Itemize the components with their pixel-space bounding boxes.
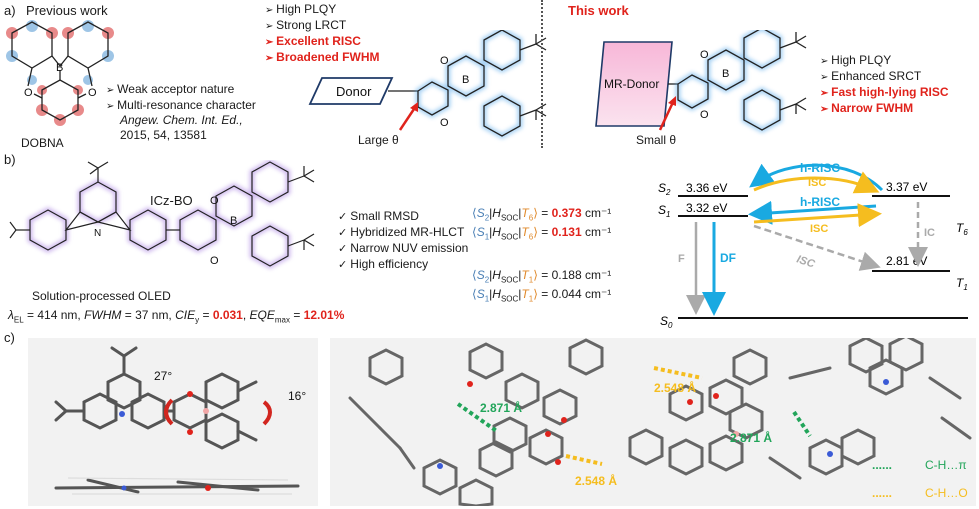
h-risc-top-label: h-RISC — [800, 161, 840, 175]
dobna-structure: B O O — [6, 20, 114, 126]
icz-atom-b: B — [230, 215, 237, 227]
ch-o-bond-2 — [565, 454, 603, 466]
right-bullet: High PLQY — [820, 53, 949, 69]
isc-top-arrow — [753, 171, 880, 194]
s2-energy: 3.36 eV — [686, 181, 727, 195]
distance-label-4: 2.548 Å — [575, 473, 617, 488]
panel-a-divider — [541, 0, 543, 148]
distance-label-3: 2.871 Å — [730, 430, 772, 445]
da-atom-o-bottom: O — [440, 117, 449, 129]
distance-label-2: 2.548 Å — [654, 380, 696, 395]
checklist: Small RMSD Hybridized MR-HLCT Narrow NUV… — [338, 209, 468, 273]
soc-row: ⟨S1|HSOC|T6⟩ = 0.131 cm⁻¹ — [472, 225, 612, 242]
icz-bo-structure: N B O O — [9, 160, 315, 269]
middle-bullets: High PLQY Strong LRCT Excellent RISC Bro… — [265, 2, 380, 66]
checklist-item: Hybridized MR-HLCT — [338, 225, 468, 241]
legend-label-ch-pi: C-H…π — [925, 458, 967, 472]
right-bullet: Enhanced SRCT — [820, 69, 949, 85]
checklist-item: High efficiency — [338, 257, 468, 273]
mr-donor-box — [595, 41, 673, 127]
citation-details: 2015, 54, 13581 — [120, 128, 207, 142]
dobna-atom-o-left: O — [24, 87, 33, 99]
dobna-label: DOBNA — [21, 136, 64, 150]
soc-row: ⟨S2|HSOC|T6⟩ = 0.373 cm⁻¹ — [472, 206, 612, 223]
angle-label-1: 27° — [154, 369, 172, 383]
donor-box — [308, 77, 394, 105]
panel-c-label: c) — [4, 330, 15, 345]
df-label: DF — [720, 251, 736, 265]
mr-atom-o-top: O — [700, 49, 709, 61]
donor-acceptor-structure: Donor B O O — [308, 30, 547, 139]
small-theta-label: Small θ — [636, 133, 677, 147]
oled-label: Solution-processed OLED — [32, 289, 171, 303]
soc-row: ⟨S1|HSOC|T1⟩ = 0.044 cm⁻¹ — [472, 287, 612, 304]
panel-a-label: a) — [4, 3, 16, 18]
right-bullet-red: Narrow FWHM — [820, 101, 949, 117]
icz-atom-o-top: O — [210, 195, 219, 207]
dobna-atom-o-right: O — [88, 87, 97, 99]
isc-bottom-arrow — [753, 203, 882, 228]
legend-marker-ch-pi: ...... — [872, 458, 893, 472]
torsion-arrow-2 — [262, 400, 272, 426]
da-atom-o-top: O — [440, 55, 449, 67]
s0-label: S0 — [660, 314, 673, 330]
previous-bullet: Weak acceptor nature — [106, 82, 256, 98]
isc-grey-label: ISC — [795, 253, 817, 270]
middle-bullet: High PLQY — [265, 2, 380, 18]
legend-label-ch-o: C-H…O — [925, 486, 968, 500]
checklist-item: Small RMSD — [338, 209, 468, 225]
this-work-title: This work — [568, 3, 629, 18]
t6-label: T6 — [956, 221, 968, 237]
s1-energy: 3.32 eV — [686, 201, 727, 215]
icz-atom-o-bottom: O — [210, 255, 219, 267]
small-theta-arrow — [658, 99, 676, 131]
previous-work-title: Previous work — [26, 3, 108, 18]
mr-atom-b: B — [722, 68, 729, 80]
s1-label: S1 — [658, 203, 670, 219]
angle-label-2: 16° — [288, 389, 306, 403]
panel-b-label: b) — [4, 152, 16, 167]
distance-label-1: 2.871 Å — [480, 400, 522, 415]
crystal-packing-view — [330, 338, 976, 506]
molecule-name: ICz-BO — [150, 193, 193, 208]
donor-label: Donor — [336, 84, 372, 99]
right-bullets: High PLQY Enhanced SRCT Fast high-lying … — [820, 53, 949, 117]
legend-marker-ch-o: ...... — [872, 486, 893, 500]
energy-level-diagram: S2 S1 S0 T6 T1 3.36 eV 3.32 eV 3.37 eV 2… — [658, 161, 968, 330]
previous-bullet: Multi-resonance character — [106, 98, 256, 114]
ch-pi-bond-2 — [792, 410, 812, 438]
middle-bullet-red: Broadened FWHM — [265, 50, 379, 66]
ch-o-bond-1 — [653, 366, 703, 380]
crystal-packing-structure: 2.871 Å 2.548 Å 2.871 Å 2.548 Å — [348, 338, 972, 506]
large-theta-label: Large θ — [358, 133, 399, 147]
f-label: F — [678, 253, 685, 265]
citation-journal: Angew. Chem. Int. Ed., — [120, 113, 243, 127]
large-theta-arrow — [398, 105, 418, 131]
t6-energy: 3.37 eV — [886, 180, 927, 194]
device-metrics: λEL = 414 nm, FWHM = 37 nm, CIEy = 0.031… — [8, 308, 345, 325]
mr-donor-structure: MR-Donor B O O — [595, 30, 807, 133]
icz-atom-n: N — [94, 228, 101, 239]
da-atom-b: B — [462, 74, 469, 86]
ic-label: IC — [924, 227, 935, 239]
h-risc-bottom-label: h-RISC — [800, 195, 840, 209]
isc-bottom-label: ISC — [810, 223, 828, 235]
single-molecule-structures: 27° 16° — [54, 346, 306, 495]
right-bullet-red: Fast high-lying RISC — [820, 85, 948, 101]
previous-bullets: Weak acceptor nature Multi-resonance cha… — [106, 82, 256, 114]
middle-bullet: Strong LRCT — [265, 18, 380, 34]
torsion-arrow-1 — [164, 398, 174, 426]
h-risc-bottom-arrow — [748, 200, 877, 225]
middle-bullet-red: Excellent RISC — [265, 34, 380, 50]
t1-energy: 2.81 eV — [886, 254, 927, 268]
t1-label: T1 — [956, 276, 968, 292]
isc-top-label: ISC — [808, 177, 826, 189]
mr-atom-o-bottom: O — [700, 109, 709, 121]
checklist-item: Narrow NUV emission — [338, 241, 468, 257]
dobna-atom-b: B — [56, 62, 63, 74]
s2-label: S2 — [658, 181, 671, 197]
ch-pi-bond-1 — [456, 402, 500, 434]
soc-row: ⟨S2|HSOC|T1⟩ = 0.188 cm⁻¹ — [472, 268, 612, 285]
mr-donor-label: MR-Donor — [604, 77, 659, 91]
